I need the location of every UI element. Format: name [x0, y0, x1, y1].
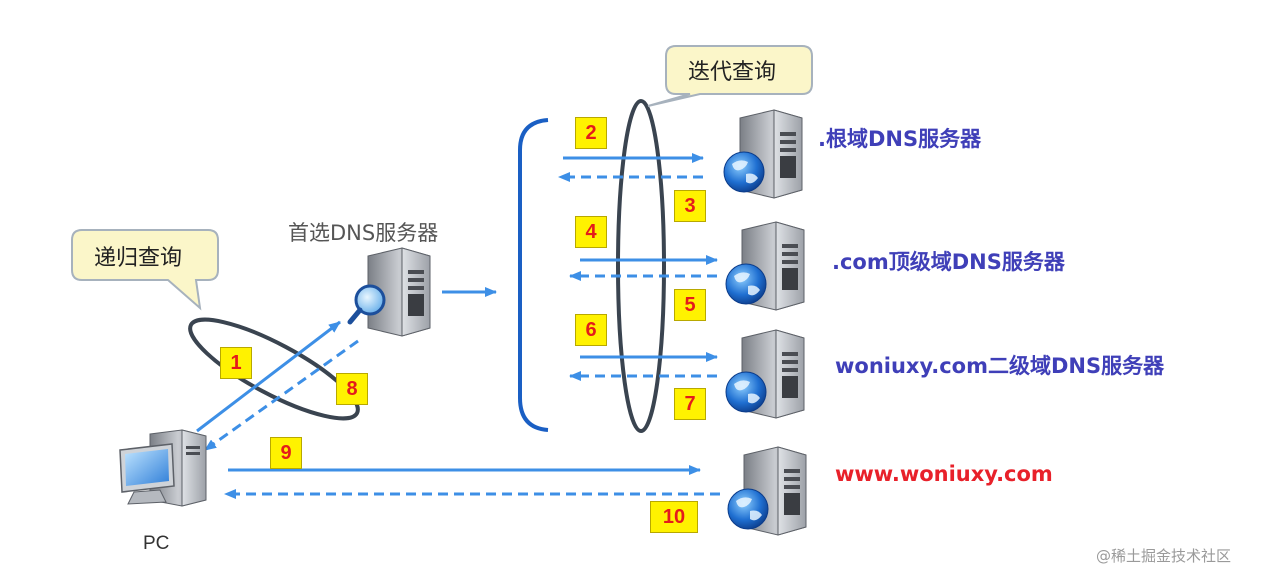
www-host-label: www.woniuxy.com	[835, 462, 1053, 486]
server-magnifier-icon	[347, 247, 431, 337]
step-badge-6: 6	[575, 314, 607, 346]
step-badge-9: 9	[270, 437, 302, 469]
iterative-ellipse	[616, 99, 666, 433]
step-badge-10: 10	[650, 501, 698, 533]
server-globe-icon	[723, 109, 803, 199]
step-badge-3: 3	[674, 190, 706, 222]
recursive-ellipse	[188, 317, 360, 421]
pc-label: PC	[143, 533, 170, 554]
recursive-query-callout-label: 递归查询	[94, 246, 183, 271]
second-level-dns-label: woniuxy.com二级域DNS服务器	[835, 354, 1165, 378]
preferred-dns-label: 首选DNS服务器	[288, 221, 439, 245]
pc-icon	[119, 429, 207, 507]
step-badge-8: 8	[336, 373, 368, 405]
step-badge-4: 4	[575, 216, 607, 248]
server-globe-icon	[727, 446, 807, 536]
iterative-callout	[647, 45, 813, 107]
arrow-step-1	[196, 320, 341, 433]
step-badge-5: 5	[674, 289, 706, 321]
step-badge-2: 2	[575, 117, 607, 149]
server-globe-icon	[725, 329, 805, 419]
step-badge-7: 7	[674, 388, 706, 420]
step-badge-1: 1	[220, 347, 252, 379]
server-globe-icon	[725, 221, 805, 311]
com-dns-label: .com顶级域DNS服务器	[832, 250, 1065, 274]
watermark: @稀土掘金技术社区	[1096, 547, 1232, 565]
recursive-callout	[71, 229, 219, 311]
iterative-query-callout-label: 迭代查询	[688, 60, 777, 85]
server-group-bracket	[518, 118, 549, 432]
root-dns-label: .根域DNS服务器	[818, 127, 982, 151]
